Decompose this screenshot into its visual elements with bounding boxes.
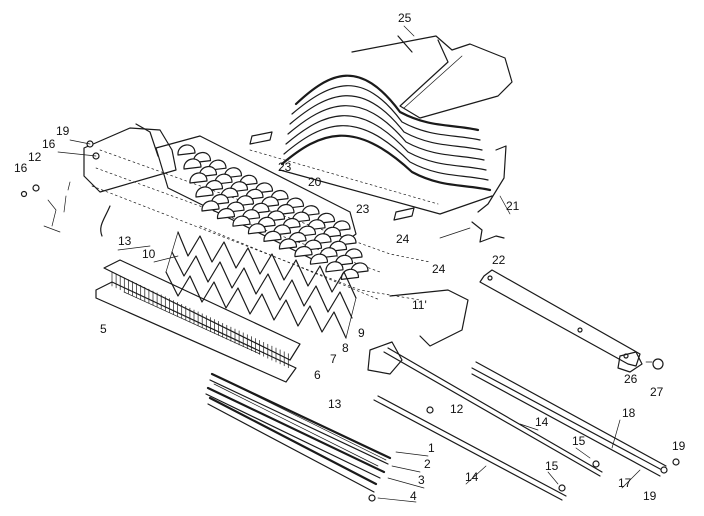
bracket-part-21 — [439, 145, 507, 243]
callout-c13b: 13 — [328, 397, 342, 411]
callout-c21: 21 — [506, 199, 520, 213]
dome-cells — [177, 144, 369, 280]
dome-tray-part-10 — [155, 135, 369, 280]
callout-c18: 18 — [622, 406, 636, 420]
dome-cell — [294, 246, 313, 258]
callout-c1: 1 — [428, 441, 435, 455]
dome-cell — [201, 200, 220, 212]
dome-cell — [177, 144, 196, 156]
dome-cell — [232, 215, 251, 227]
dome-cell — [189, 172, 208, 184]
dome-cell — [340, 268, 360, 280]
callout-c3: 3 — [418, 473, 425, 487]
callout-c17: 17 — [618, 476, 632, 490]
fasteners-left — [20, 140, 100, 233]
callout-c10: 10 — [142, 247, 156, 261]
callout-c15a: 15 — [572, 434, 586, 448]
dome-cell — [278, 238, 298, 250]
callout-c14b: 14 — [465, 470, 479, 484]
dome-cell — [216, 208, 236, 220]
callout-c26: 26 — [624, 372, 638, 386]
callout-c23b: 23 — [356, 202, 370, 216]
callout-c15b: 15 — [545, 459, 559, 473]
callout-c12b: 12 — [450, 402, 464, 416]
callout-c7: 7 — [330, 352, 337, 366]
callout-c25: 25 — [398, 11, 412, 25]
callout-c22: 22 — [492, 253, 506, 267]
callout-c13a: 13 — [118, 234, 132, 248]
callout-c27: 27 — [650, 385, 664, 399]
callout-c12a: 12 — [28, 150, 42, 164]
callout-c2: 2 — [424, 457, 431, 471]
bar-part-22 — [479, 269, 641, 367]
callout-c9: 9 — [358, 326, 365, 340]
dome-cell — [309, 253, 329, 265]
callout-c5: 5 — [100, 322, 107, 336]
callout-c23a: 23 — [278, 160, 292, 174]
callout-c20: 20 — [308, 175, 322, 189]
cover-sheet-part-25 — [351, 35, 513, 119]
callout-c14a: 14 — [535, 415, 549, 429]
comb-rail-part-5 — [95, 259, 301, 383]
dome-cell — [195, 186, 214, 198]
dome-cell — [247, 223, 267, 235]
leader-lines — [57, 25, 641, 503]
zigzag-fin-element — [165, 225, 381, 339]
callout-c16a: 16 — [42, 137, 56, 151]
flat-strips-parts-1-4 — [205, 372, 392, 502]
callout-c16b: 16 — [14, 161, 28, 175]
callout-c24b: 24 — [432, 262, 446, 276]
callout-c24a: 24 — [396, 232, 410, 246]
end-pieces-26-27 — [617, 351, 664, 373]
callout-c6: 6 — [314, 368, 321, 382]
plates-part-23 — [249, 131, 415, 221]
wire-grid-part-20 — [249, 74, 493, 215]
comb-teeth — [111, 271, 289, 369]
dome-cell — [325, 261, 344, 273]
callout-c19a: 19 — [56, 124, 70, 138]
callout-c8: 8 — [342, 341, 349, 355]
dome-cell — [263, 230, 282, 242]
callout-c4: 4 — [410, 489, 417, 503]
callout-c19b: 19 — [672, 439, 686, 453]
rods-parts-14-17-18 — [373, 347, 680, 501]
callout-c19c: 19 — [643, 489, 657, 503]
callout-c11: 11' — [412, 298, 427, 312]
dome-cell — [183, 158, 202, 170]
